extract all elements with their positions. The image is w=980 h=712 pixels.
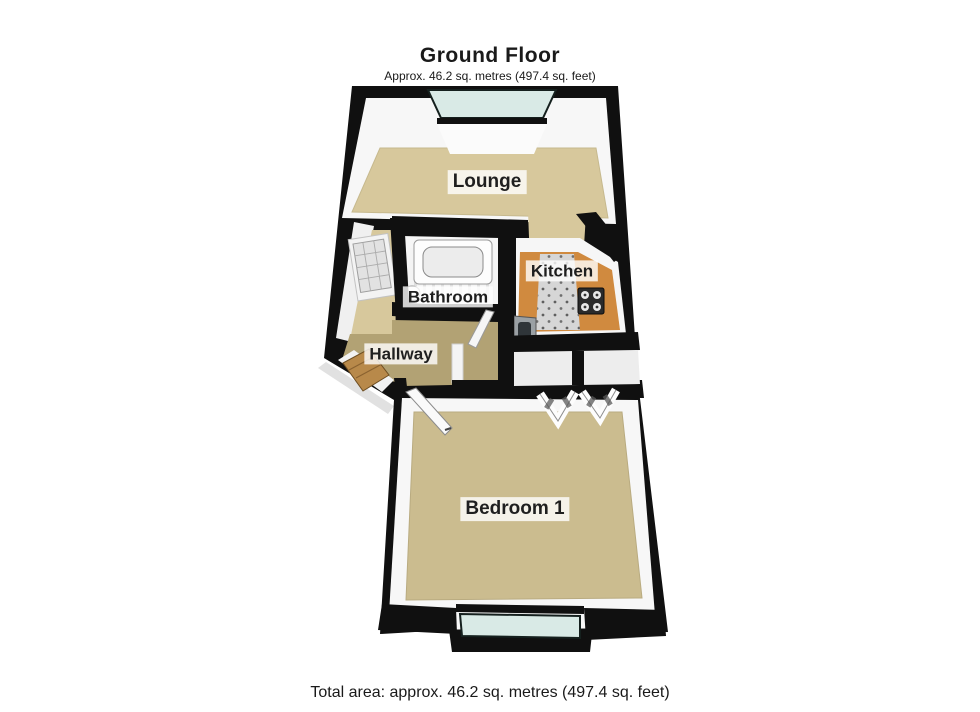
bathroom-door <box>467 309 495 349</box>
radiator <box>347 232 399 302</box>
bay-window-bottom-frame <box>456 604 584 614</box>
bay-window-top-glass <box>426 89 558 119</box>
room-label-bathroom: Bathroom <box>402 286 494 308</box>
bedroom-door <box>405 387 453 436</box>
room-label-kitchen: Kitchen <box>525 260 599 282</box>
hallway-door-jamb <box>451 343 464 384</box>
page-subtitle: Approx. 46.2 sq. metres (497.4 sq. feet) <box>384 69 596 83</box>
room-label-hallway: Hallway <box>364 343 438 365</box>
wall-shadow <box>318 362 394 414</box>
total-area-text: Total area: approx. 46.2 sq. metres (497… <box>310 684 670 701</box>
bedroom-door-tip <box>444 427 452 431</box>
room-label-bedroom: Bedroom 1 <box>460 497 570 521</box>
bathtub <box>413 239 493 285</box>
store-divider <box>572 351 584 385</box>
bottom-wall-left <box>378 604 457 634</box>
front-door <box>338 348 394 392</box>
bay-window-top-sill <box>437 124 547 154</box>
bay-window-bottom-glass <box>458 612 581 640</box>
interior-walls <box>390 212 644 398</box>
page-title: Ground Floor <box>419 44 561 67</box>
room-label-lounge: Lounge <box>447 170 527 194</box>
cooker-hob <box>577 287 605 315</box>
bottom-wall-right <box>584 608 666 640</box>
wardrobe-bifold-doors <box>536 387 620 430</box>
bay-window-top-frame <box>437 118 547 124</box>
